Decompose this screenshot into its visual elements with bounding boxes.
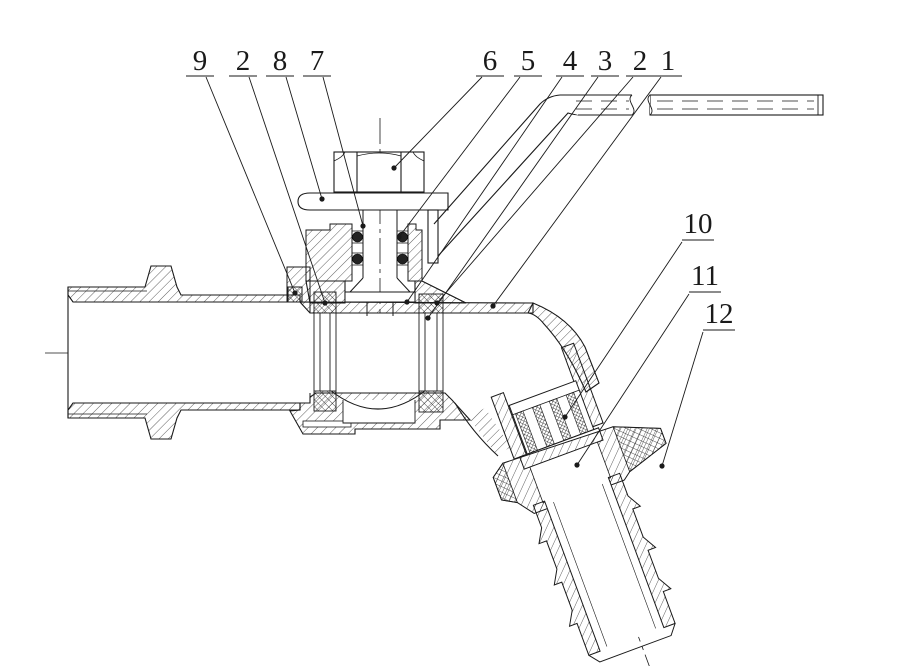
- nut-corner-section: [612, 426, 667, 473]
- callout-label: 6: [483, 45, 498, 77]
- handle-bar-extension: [649, 94, 824, 116]
- pipe-wall-bottom: [67, 402, 301, 440]
- callout-label: 12: [705, 298, 734, 330]
- callout-label: 3: [598, 45, 613, 77]
- leader-lines: [205, 76, 704, 469]
- callout-label: 2: [236, 45, 251, 77]
- tail-wall-right: [607, 472, 676, 629]
- o-ring: [397, 253, 408, 265]
- callout-label: 4: [563, 45, 578, 77]
- handle-bar: [560, 95, 632, 115]
- callout-label: 8: [273, 45, 288, 77]
- leader-3: [425, 76, 599, 321]
- leader-10: [562, 241, 683, 420]
- break-line: [629, 94, 635, 116]
- leader-11: [574, 293, 690, 468]
- spout-left-filler: [468, 408, 511, 455]
- aerator-cartridge: [508, 380, 595, 455]
- bonnet-left: [305, 223, 353, 282]
- bonnet-and-stem: [305, 210, 467, 316]
- handle-lever-edge: [437, 112, 583, 257]
- tail-end-face: [588, 623, 676, 663]
- callout-label: 5: [521, 45, 536, 77]
- valve-stem: [344, 210, 416, 316]
- seat-seal: [418, 390, 444, 413]
- o-rings: [352, 231, 408, 265]
- leader-7: [322, 76, 366, 229]
- bonnet-right: [407, 223, 423, 282]
- leader-2-right: [434, 76, 634, 306]
- leader-2-left: [248, 76, 328, 306]
- spout-left-edge: [454, 402, 499, 457]
- pipe-bore: [68, 302, 310, 403]
- leader-9: [205, 76, 298, 296]
- seat-ring-left: [313, 291, 337, 412]
- coupling-nut: [492, 426, 667, 515]
- ball-bottom-arc: [329, 389, 427, 410]
- o-ring: [352, 253, 363, 265]
- callout-label: 7: [310, 45, 325, 77]
- leader-6: [391, 76, 483, 171]
- callout-labels: 9 2 8 7 6 5 4 3 2 1 10 11 12: [186, 45, 735, 331]
- leader-5: [396, 76, 521, 240]
- hidden-slot-lines: [576, 100, 814, 110]
- stem-flange: [344, 291, 416, 303]
- callout-label: 9: [193, 45, 208, 77]
- ball-seats: [313, 291, 444, 413]
- pipe-wall-top: [67, 265, 301, 303]
- callout-label: 10: [684, 208, 713, 240]
- tail-wall-left: [532, 500, 601, 656]
- leader-4: [404, 76, 563, 305]
- leader-8: [285, 76, 325, 202]
- handle-stop-tab: [427, 209, 439, 264]
- break-line: [647, 94, 653, 116]
- seat-seal: [313, 390, 337, 412]
- callout-label: 11: [691, 260, 719, 292]
- handle-lever-edge: [433, 94, 561, 225]
- leader-12: [659, 331, 704, 469]
- inlet-pipe: [67, 265, 310, 440]
- callout-label: 1: [661, 45, 676, 77]
- packing-grooves: [352, 230, 408, 266]
- handle: [297, 94, 824, 264]
- leader-1: [490, 76, 662, 309]
- o-ring: [352, 231, 363, 243]
- nut-corner-section: [492, 462, 519, 504]
- gland-hex-nut: [333, 151, 425, 193]
- spout-assembly: [490, 342, 676, 663]
- hose-barb-tail: [532, 472, 676, 663]
- seat-ring-right: [418, 293, 444, 413]
- body-bottom-slot: [302, 420, 352, 428]
- handle-base-plate: [297, 192, 449, 211]
- callout-label: 2: [633, 45, 648, 77]
